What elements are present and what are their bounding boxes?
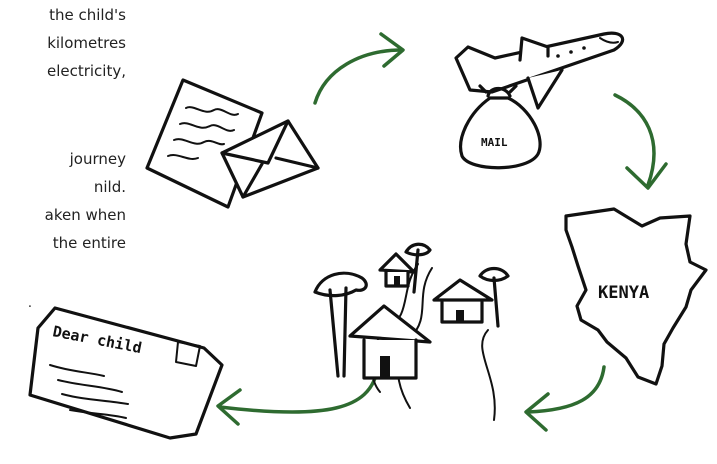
country-label: KENYA [598,283,649,303]
letters-and-envelope-icon [147,80,318,207]
arrow-map-to-village [526,367,604,430]
airplane-icon [456,33,623,108]
village-huts-icon [315,244,508,420]
mail-bag-icon: MAIL [461,86,540,168]
kenya-map-icon: KENYA [566,209,706,384]
arrow-village-to-postcard [218,372,377,424]
arrow-plane-to-map [615,95,666,188]
arrow-letters-to-plane [315,34,403,103]
mail-bag-label: MAIL [481,136,508,149]
postcard-icon: Dear child [30,308,222,438]
